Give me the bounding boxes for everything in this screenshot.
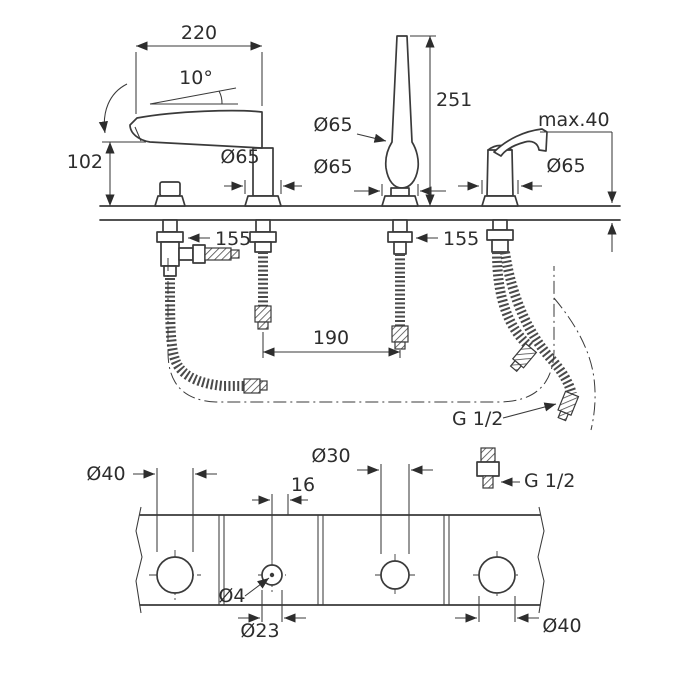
mounting-deck-line — [99, 205, 621, 221]
dim-escutcheon-spout: Ø65 — [220, 146, 302, 194]
bath-spout — [129, 109, 282, 207]
dim-label-190: 190 — [313, 327, 349, 349]
dim-label-155-left: 155 — [215, 228, 251, 250]
dim-label-d40-left: Ø40 — [86, 463, 125, 485]
plan-view: Ø40 Ø30 16 Ø4 Ø23 — [86, 445, 581, 642]
dim-label-16: 16 — [291, 474, 315, 496]
break-line-right — [537, 506, 545, 614]
elevation-view: 220 10° 102 Ø65 Ø65 — [67, 22, 621, 431]
dim-hole-small: Ø23 — [238, 590, 306, 642]
dim-hose-spacing: 190 — [262, 327, 401, 358]
dim-hole-mixer: Ø40 — [455, 596, 582, 637]
dim-below-deck-left: 155 — [188, 228, 251, 250]
dim-label-max40: max.40 — [538, 109, 610, 131]
dim-label-10deg: 10° — [179, 67, 213, 89]
valve-cap — [154, 181, 186, 207]
dim-hole-offset: 16 — [252, 474, 315, 560]
under-deck-connections — [156, 219, 580, 422]
dim-label-155-right: 155 — [443, 228, 479, 250]
label-g12-plan: G 1/2 — [524, 470, 575, 492]
dim-max-deck-thickness: max.40 — [538, 109, 617, 252]
dim-handshower-height: 251 — [410, 35, 472, 206]
shower-escutcheon — [381, 195, 419, 207]
flex-hose-mixer-2 — [500, 251, 577, 396]
dim-label-d65-shower-upper: Ø65 — [313, 114, 352, 136]
dim-pilot-hole: Ø4 — [218, 577, 270, 607]
label-g12-elevation: G 1/2 — [452, 408, 503, 430]
hole-pilot — [258, 558, 286, 592]
dim-label-251: 251 — [436, 89, 472, 111]
dim-label-d65-mixer: Ø65 — [546, 155, 585, 177]
hand-shower — [381, 35, 420, 207]
mixer-escutcheon — [481, 195, 519, 207]
dim-label-d65-shower: Ø65 — [313, 156, 352, 178]
hole-spout — [149, 550, 201, 600]
spout-outlet — [134, 126, 142, 142]
dim-label-d4: Ø4 — [218, 585, 245, 607]
dim-escutcheon-shower-upper: Ø65 — [313, 114, 387, 143]
thread-label-elevation: G 1/2 — [452, 402, 557, 430]
dim-hole-spout: Ø40 — [86, 463, 217, 552]
dim-hole-shower: Ø30 — [311, 445, 433, 554]
thread-fitting-plan: G 1/2 — [476, 447, 575, 492]
lever-mixer — [481, 128, 548, 207]
dim-spout-angle: 10° — [98, 67, 238, 134]
dim-spout-height: 102 — [67, 141, 146, 206]
dim-label-220: 220 — [181, 22, 217, 44]
dim-escutcheon-shower: Ø65 — [313, 156, 446, 196]
tub-rim-outline — [167, 258, 596, 431]
hole-shower — [375, 554, 415, 596]
flex-hose-valve — [165, 277, 244, 391]
deck-plan — [135, 506, 545, 614]
dim-label-d23: Ø23 — [240, 620, 279, 642]
dim-label-d40-right: Ø40 — [542, 615, 581, 637]
shower-holder — [390, 187, 410, 197]
dim-spout-reach: 220 — [135, 22, 263, 114]
mixer-lever-handle — [493, 128, 548, 157]
break-line-left — [135, 506, 143, 614]
pilot-hole-center — [269, 572, 275, 578]
dim-escutcheon-mixer: Ø65 — [458, 155, 586, 194]
spout-escutcheon — [244, 195, 282, 207]
hole-mixer — [473, 551, 521, 599]
dim-label-d65-spout: Ø65 — [220, 146, 259, 168]
swivel-arrow — [98, 83, 128, 134]
dim-label-102: 102 — [67, 151, 103, 173]
dim-below-deck-right: 155 — [416, 228, 479, 250]
dim-label-d30: Ø30 — [311, 445, 350, 467]
flex-hose-mixer-1 — [492, 251, 535, 352]
